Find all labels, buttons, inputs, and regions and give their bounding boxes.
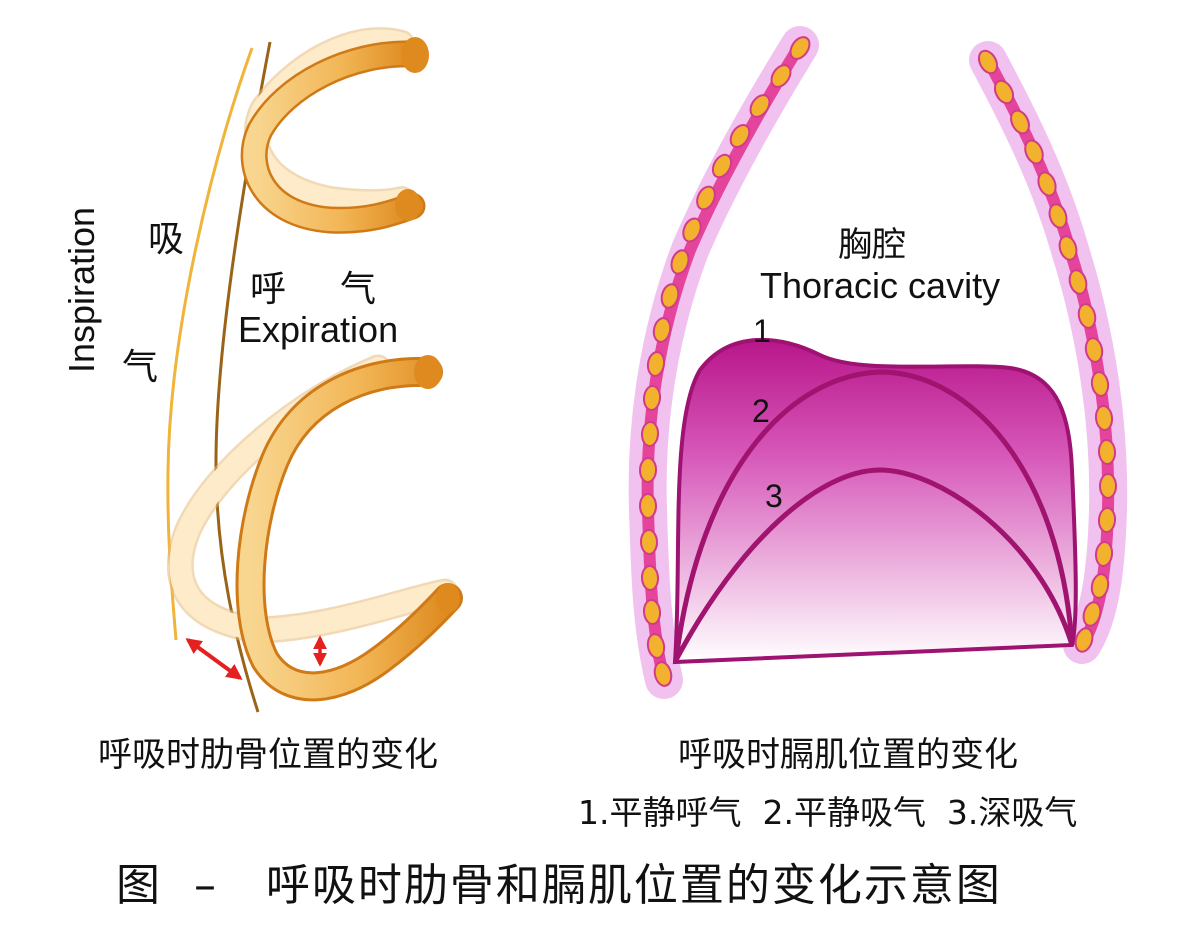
curve-label-3: 3	[765, 478, 783, 514]
wall-cell	[670, 249, 690, 275]
figure-title: 图 – 呼吸时肋骨和膈肌位置的变化示意图	[116, 860, 1002, 911]
exhale-char-qi: 气	[340, 269, 377, 310]
upper-rib-expiration	[240, 37, 429, 234]
wall-cell	[652, 317, 672, 343]
curve-legend: 1.平静呼气 2.平静吸气 3.深吸气	[578, 793, 1078, 832]
wall-cell	[638, 493, 658, 519]
rib-caption: 呼吸时肋骨位置的变化	[98, 735, 438, 775]
diaphragm-diagram	[628, 26, 1128, 699]
wall-cell	[993, 79, 1015, 105]
lower-rib-expiration	[235, 355, 463, 702]
wall-cell	[749, 94, 771, 118]
wall-cell	[1074, 627, 1094, 653]
wall-cell	[1084, 337, 1104, 363]
wall-cell	[1037, 171, 1057, 197]
wall-cell	[639, 529, 659, 555]
wall-cell	[789, 36, 811, 60]
diaphragm-curve-2	[673, 369, 1075, 661]
inhale-char-xi: 吸	[148, 219, 185, 260]
expiration-label: Expiration	[238, 309, 399, 350]
diaphragm-caption: 呼吸时膈肌位置的变化	[678, 735, 1018, 775]
right-wall-cells	[977, 49, 1117, 653]
wall-cell	[770, 64, 792, 88]
thoracic-cavity-label-en: Thoracic cavity	[760, 265, 1001, 306]
left-wall-cells	[638, 36, 811, 687]
wall-cell	[682, 217, 702, 243]
diaphragm-curve-3	[673, 467, 1075, 662]
exhale-char-hu: 呼	[250, 269, 287, 310]
right-chest-wall	[969, 41, 1128, 664]
wall-cell	[1024, 139, 1044, 165]
wall-cell	[1097, 439, 1117, 465]
wall-cell	[1090, 371, 1110, 397]
sternum-shift-arrow	[185, 638, 243, 680]
wall-cell	[1068, 269, 1088, 295]
wall-cell	[729, 123, 751, 149]
wall-cell	[1082, 601, 1102, 627]
wall-cell	[646, 633, 666, 659]
wall-cell	[642, 599, 662, 625]
curve-label-2: 2	[752, 393, 770, 429]
wall-cell	[711, 153, 733, 179]
wall-cell	[1090, 573, 1110, 599]
inspiration-label: Inspiration	[61, 206, 102, 374]
wall-cell	[1094, 541, 1114, 567]
curve-label-1: 1	[753, 313, 771, 349]
diaphragm-curve-1	[672, 337, 1078, 665]
wall-cell	[1010, 109, 1030, 135]
wall-cell	[653, 661, 673, 687]
left-chest-wall	[628, 26, 819, 699]
wall-cell	[1097, 507, 1117, 533]
inhale-char-qi: 气	[122, 347, 159, 388]
wall-cell	[646, 351, 666, 377]
wall-cell	[642, 385, 662, 411]
wall-cell	[977, 49, 999, 75]
wall-cell	[638, 457, 658, 483]
wall-cell	[1058, 235, 1078, 261]
wall-cell	[1099, 473, 1117, 499]
thoracic-cavity-label-cn: 胸腔	[838, 225, 906, 265]
wall-cell	[1094, 405, 1114, 431]
rib-diagram	[166, 27, 463, 713]
wall-cell	[660, 283, 680, 309]
wall-cell	[1048, 203, 1068, 229]
wall-cell	[1077, 303, 1097, 329]
wall-cell	[640, 565, 660, 591]
wall-cell	[640, 421, 660, 447]
wall-cell	[696, 185, 716, 211]
